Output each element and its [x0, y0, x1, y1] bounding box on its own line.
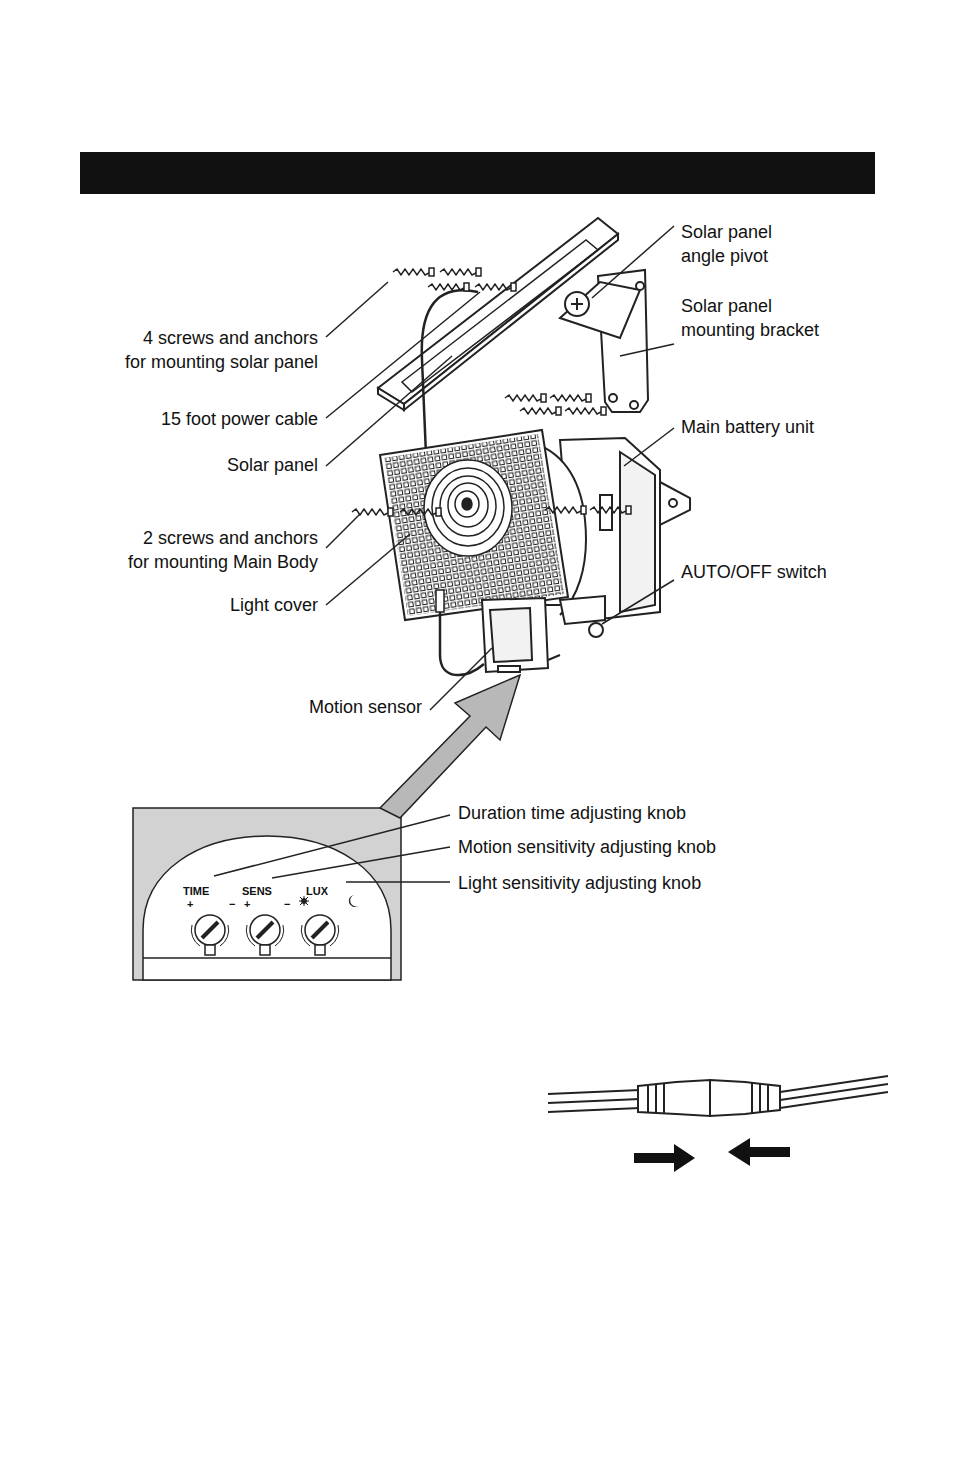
- knob-callout: Light sensitivity adjusting knob: [458, 871, 701, 895]
- solar-panel: [378, 218, 618, 410]
- plug-connector: [548, 1076, 888, 1116]
- screw: [520, 407, 561, 415]
- knob-sign: −: [229, 898, 235, 910]
- knob-sign: +: [244, 898, 250, 910]
- pointer-arrow: [380, 675, 520, 818]
- screw: [550, 394, 591, 402]
- screw: [400, 508, 441, 516]
- screw: [505, 394, 546, 402]
- knob-callout: Motion sensitivity adjusting knob: [458, 835, 716, 859]
- part-callout: Solar panel: [227, 453, 318, 477]
- knob-label: LUX: [306, 885, 328, 897]
- mounting-bracket: [560, 270, 648, 412]
- part-callout: 4 screws and anchors for mounting solar …: [78, 326, 318, 374]
- screw: [428, 283, 469, 291]
- part-callout: Motion sensor: [309, 695, 422, 719]
- sun-icon: [299, 896, 309, 906]
- knob-panel: TIME+−SENS+−LUX: [133, 808, 401, 980]
- part-callout: 15 foot power cable: [161, 407, 318, 431]
- part-callout: Main battery unit: [681, 415, 814, 439]
- screw: [545, 506, 586, 514]
- screw: [590, 506, 631, 514]
- part-callout: AUTO/OFF switch: [681, 560, 827, 584]
- knob-callout: Duration time adjusting knob: [458, 801, 686, 825]
- header-bar: [80, 152, 875, 194]
- screw: [440, 268, 481, 276]
- knob-panel: [133, 808, 401, 980]
- screw: [565, 407, 606, 415]
- part-callout: Light cover: [230, 593, 318, 617]
- push-arrows: [634, 1138, 790, 1172]
- screw: [475, 283, 516, 291]
- part-callout: Solar panel angle pivot: [681, 220, 811, 268]
- power-cable: [422, 290, 478, 455]
- motion-sensor: [482, 598, 560, 672]
- moon-icon: [349, 895, 358, 907]
- part-callout: 2 screws and anchors for mounting Main B…: [78, 526, 318, 574]
- light-cover: [370, 420, 580, 630]
- knob-sign: +: [187, 898, 193, 910]
- screw: [393, 268, 434, 276]
- knob-label: SENS: [242, 885, 272, 897]
- knob-label: TIME: [183, 885, 209, 897]
- screws: [352, 268, 631, 516]
- part-callout: Solar panel mounting bracket: [681, 294, 851, 342]
- knob-sign: −: [284, 898, 290, 910]
